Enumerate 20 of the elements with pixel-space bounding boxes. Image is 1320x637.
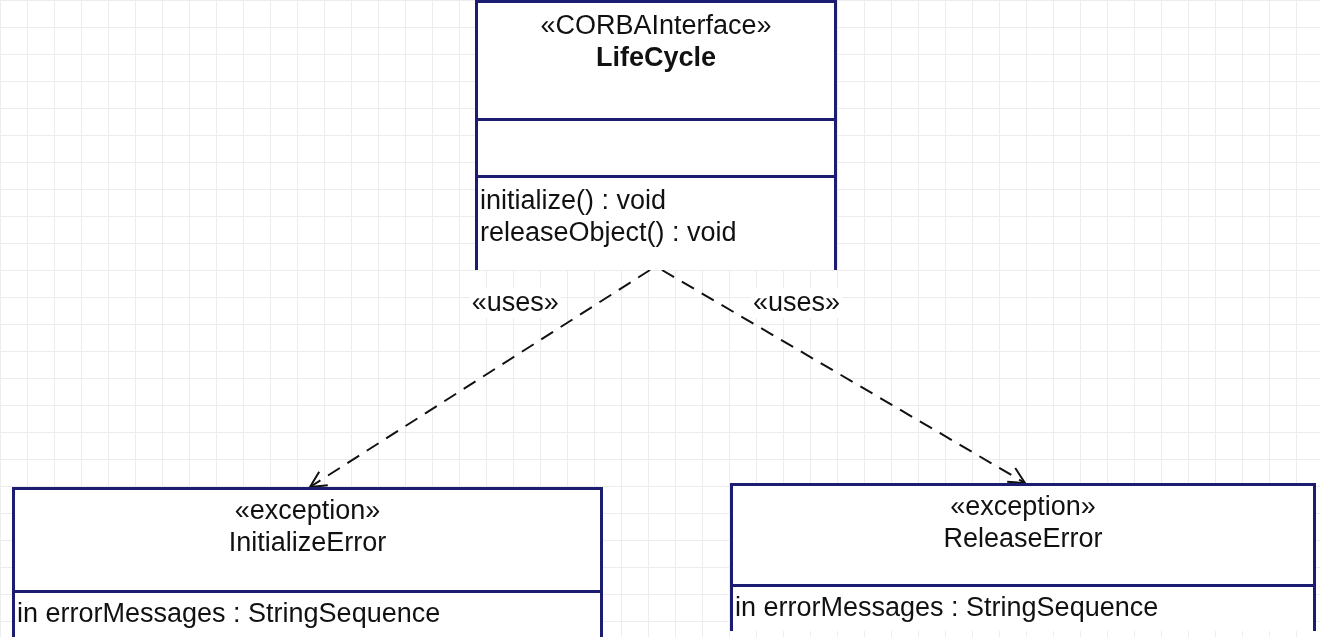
class-box xyxy=(730,483,1316,631)
stereotype-label: «exception» xyxy=(233,494,382,527)
stereotype-label: «exception» xyxy=(949,490,1097,523)
class-box xyxy=(12,487,603,637)
class-compartment xyxy=(478,175,834,270)
class-compartment xyxy=(733,584,1313,631)
dependency-arrow xyxy=(661,269,1026,484)
class-member: in errorMessages : StringSequence xyxy=(16,597,442,630)
edge-label: «uses» xyxy=(469,288,561,318)
class-member: releaseObject() : void xyxy=(479,216,738,249)
edge-label: «uses» xyxy=(751,288,843,318)
class-member: in errorMessages : StringSequence xyxy=(734,591,1160,624)
class-name: LifeCycle xyxy=(594,41,718,74)
class-member: initialize() : void xyxy=(479,184,668,217)
class-name: ReleaseError xyxy=(942,522,1104,555)
stereotype-label: «CORBAInterface» xyxy=(539,9,773,42)
class-box xyxy=(475,0,837,270)
class-compartment xyxy=(15,590,600,637)
dependency-arrow xyxy=(309,269,651,488)
class-name: InitializeError xyxy=(227,526,388,559)
